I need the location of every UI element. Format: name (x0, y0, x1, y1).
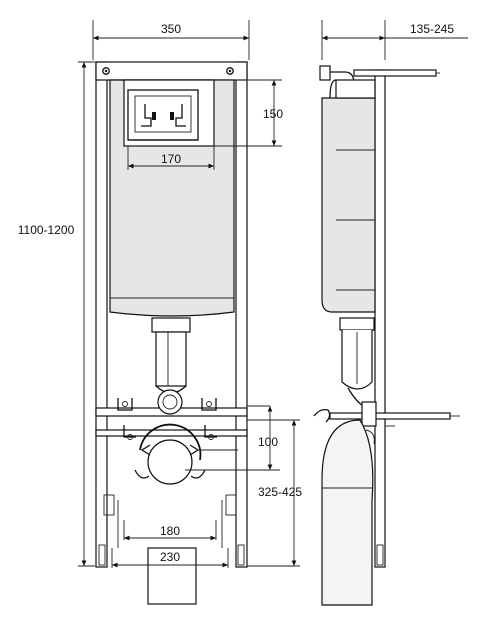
dim-flush-panel-width: 170 (127, 146, 215, 170)
drain-outlet (134, 423, 238, 485)
dim-bolt-spacing: 180 (123, 520, 217, 541)
dim-flush-panel-height: 150 (214, 79, 283, 147)
side-view: 135-245 (313, 20, 468, 606)
side-frame (319, 65, 440, 568)
side-cistern (321, 79, 376, 313)
dim-label-1100-1200: 1100-1200 (18, 223, 75, 237)
bolt-icon (102, 67, 110, 75)
side-flush-pipe (339, 317, 376, 410)
side-mounting-rods (313, 401, 460, 427)
frame-right-upright (235, 61, 248, 568)
dim-label-350: 350 (161, 22, 181, 36)
bolt-icon (226, 67, 234, 75)
flush-panel-opening (123, 79, 215, 147)
dim-drain-height: 100 (238, 406, 280, 471)
dim-outlet-width: 230 (111, 548, 229, 568)
dim-depth-range: 135-245 (321, 20, 468, 60)
dim-outlet-height: 325-425 (247, 419, 302, 567)
frame-feet (103, 494, 237, 605)
dim-label-100: 100 (258, 435, 278, 449)
frame-mounting-bars (95, 389, 270, 440)
dim-label-325-425: 325-425 (258, 485, 302, 499)
dim-label-230: 230 (160, 550, 180, 564)
dim-label-170: 170 (161, 152, 181, 166)
front-view: 350 1100-1200 150 170 100 (18, 20, 302, 605)
dim-frame-height: 1100-1200 (18, 61, 95, 567)
dim-label-150: 150 (263, 107, 283, 121)
dim-label-135-245: 135-245 (410, 22, 454, 36)
side-toilet-bowl (321, 419, 375, 606)
frame-left-upright (95, 61, 108, 568)
dim-label-180: 180 (160, 524, 180, 538)
dim-frame-width: 350 (92, 20, 250, 60)
flush-pipe (151, 317, 191, 394)
frame-top-bar (95, 61, 248, 81)
